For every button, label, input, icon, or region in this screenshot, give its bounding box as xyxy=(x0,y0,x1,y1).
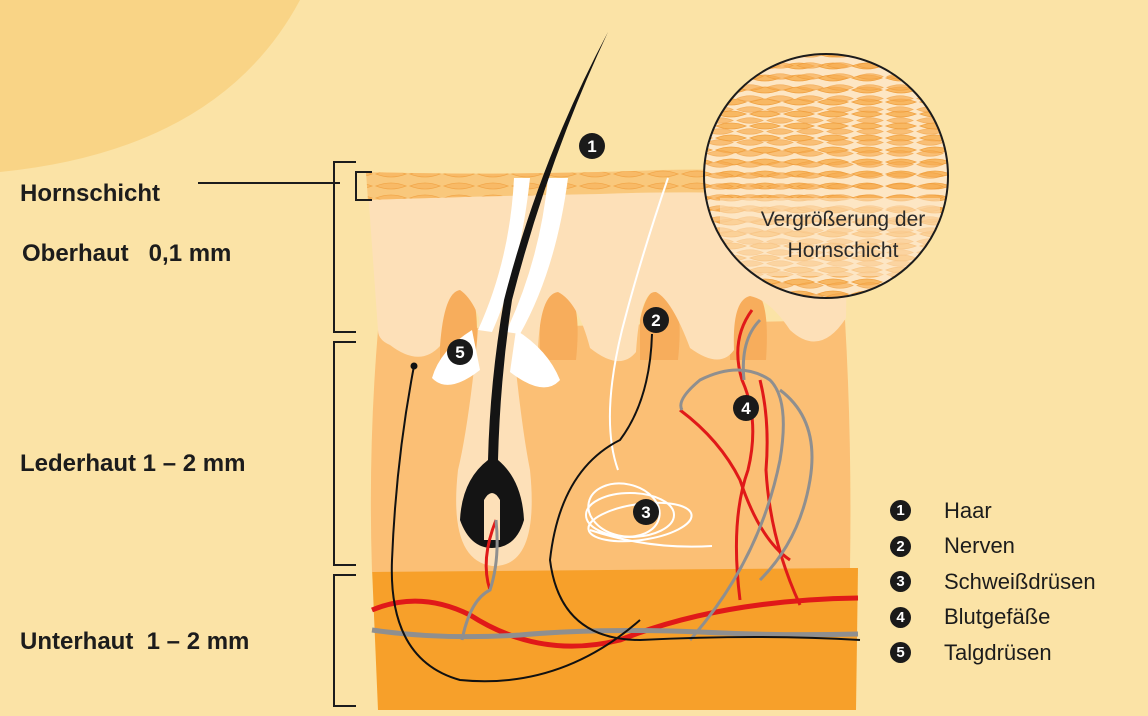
sun-glow xyxy=(0,0,300,172)
legend-number: 5 xyxy=(890,642,911,663)
legend-item-nerven: 2 Nerven xyxy=(890,529,1096,565)
legend-number: 1 xyxy=(890,500,911,521)
marker-4: 4 xyxy=(733,395,759,421)
marker-5: 5 xyxy=(447,339,473,365)
label-hornschicht: Hornschicht xyxy=(20,180,160,208)
legend-item-talgdruesen: 5 Talgdrüsen xyxy=(890,635,1096,671)
label-oberhaut: Oberhaut 0,1 mm xyxy=(22,240,231,268)
legend-item-schweissdruesen: 3 Schweißdrüsen xyxy=(890,564,1096,600)
marker-2: 2 xyxy=(643,307,669,333)
svg-text:2: 2 xyxy=(651,311,660,330)
legend-label: Blutgefäße xyxy=(944,604,1050,630)
label-lederhaut: Lederhaut 1 – 2 mm xyxy=(20,450,245,478)
svg-text:5: 5 xyxy=(455,343,464,362)
zoom-caption-line2: Hornschicht xyxy=(710,235,976,266)
marker-1: 1 xyxy=(579,133,605,159)
svg-text:3: 3 xyxy=(641,503,650,522)
legend-label: Nerven xyxy=(944,533,1015,559)
legend-label: Schweißdrüsen xyxy=(944,569,1096,595)
legend-label: Haar xyxy=(944,498,992,524)
label-unterhaut: Unterhaut 1 – 2 mm xyxy=(20,628,249,656)
legend-label: Talgdrüsen xyxy=(944,640,1052,666)
zoom-caption: Vergrößerung der Hornschicht xyxy=(710,204,976,266)
legend-number: 2 xyxy=(890,536,911,557)
marker-3: 3 xyxy=(633,499,659,525)
svg-text:1: 1 xyxy=(587,137,596,156)
zoom-caption-line1: Vergrößerung der xyxy=(710,204,976,235)
legend: 1 Haar 2 Nerven 3 Schweißdrüsen 4 Blutge… xyxy=(890,493,1096,671)
legend-number: 3 xyxy=(890,571,911,592)
svg-text:4: 4 xyxy=(741,399,751,418)
legend-item-blutgefaesse: 4 Blutgefäße xyxy=(890,600,1096,636)
legend-item-haar: 1 Haar xyxy=(890,493,1096,529)
legend-number: 4 xyxy=(890,607,911,628)
